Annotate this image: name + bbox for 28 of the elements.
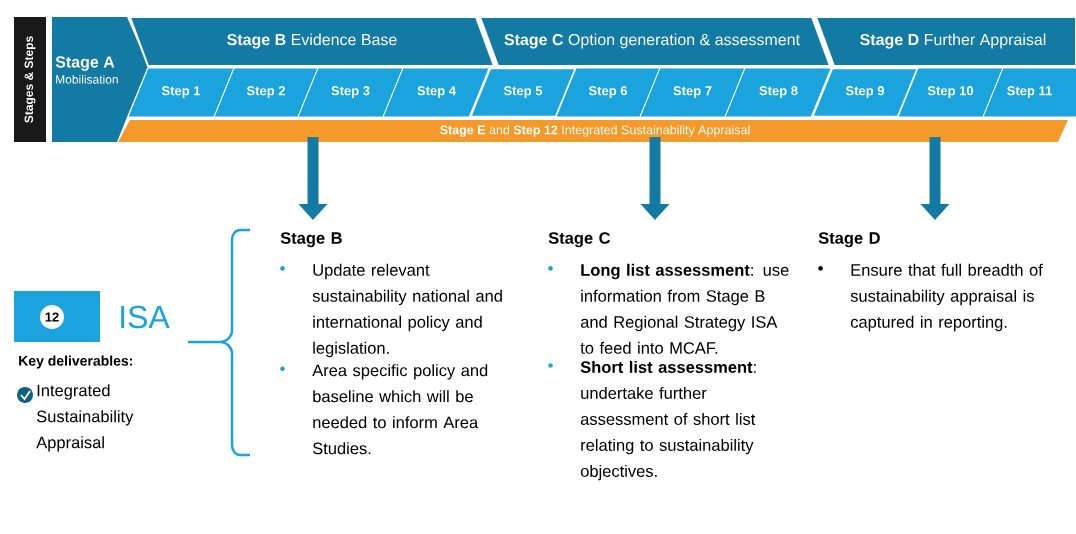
vertical-band: Stages & Steps bbox=[14, 17, 46, 142]
column-heading: Stage B bbox=[280, 232, 342, 248]
step-number-box: 12 bbox=[14, 291, 100, 342]
step-box: Step 5 bbox=[468, 66, 578, 119]
step-box: Step 1 bbox=[127, 67, 235, 118]
step-box: Step 6 bbox=[555, 67, 661, 118]
step-box: Step 10 bbox=[897, 67, 1004, 118]
step-box: Step 2 bbox=[213, 67, 319, 118]
column-heading: Stage D bbox=[818, 232, 880, 248]
bullet-point: Area specific policy and baseline which will be needed to inform Area Studies. bbox=[280, 364, 488, 455]
stage-banner: Stage A Mobilisation bbox=[52, 17, 148, 142]
node-label: Stage D Further Appraisal bbox=[860, 33, 1046, 49]
bullet-point: Ensure that full breadth of sustainability appraisal is captured in reporting. bbox=[818, 263, 1043, 332]
step-box: Step 8 bbox=[724, 67, 833, 118]
node-label: Step 11 bbox=[1007, 86, 1052, 98]
step-box: Step 7 bbox=[639, 67, 746, 118]
bullet-point: Long list assessment: use information from Stage B and Regional Strategy ISA to feed into MCAF. bbox=[548, 263, 789, 354]
step-box: Step 4 bbox=[382, 67, 491, 118]
step-box: Step 9 bbox=[810, 66, 920, 119]
stage-band: Stage E and Step 12 Integrated Sustainability Appraisal bbox=[118, 120, 1068, 142]
step-box: Step 3 bbox=[297, 67, 404, 118]
step-box: Step 11 bbox=[982, 67, 1076, 118]
isa-heading: ISA bbox=[121, 305, 170, 329]
column-heading: Stage C bbox=[548, 232, 611, 248]
deliverable-text: Integrated Sustainability Appraisal bbox=[36, 384, 134, 452]
bullet-point: Update relevant sustainability national and international policy and legislation. bbox=[280, 263, 502, 358]
deliverables-heading: Key deliverables: bbox=[19, 355, 132, 369]
bullet-point: Short list assessment: undertake further assessment of short list relating to sustainability objectives. bbox=[548, 360, 756, 481]
